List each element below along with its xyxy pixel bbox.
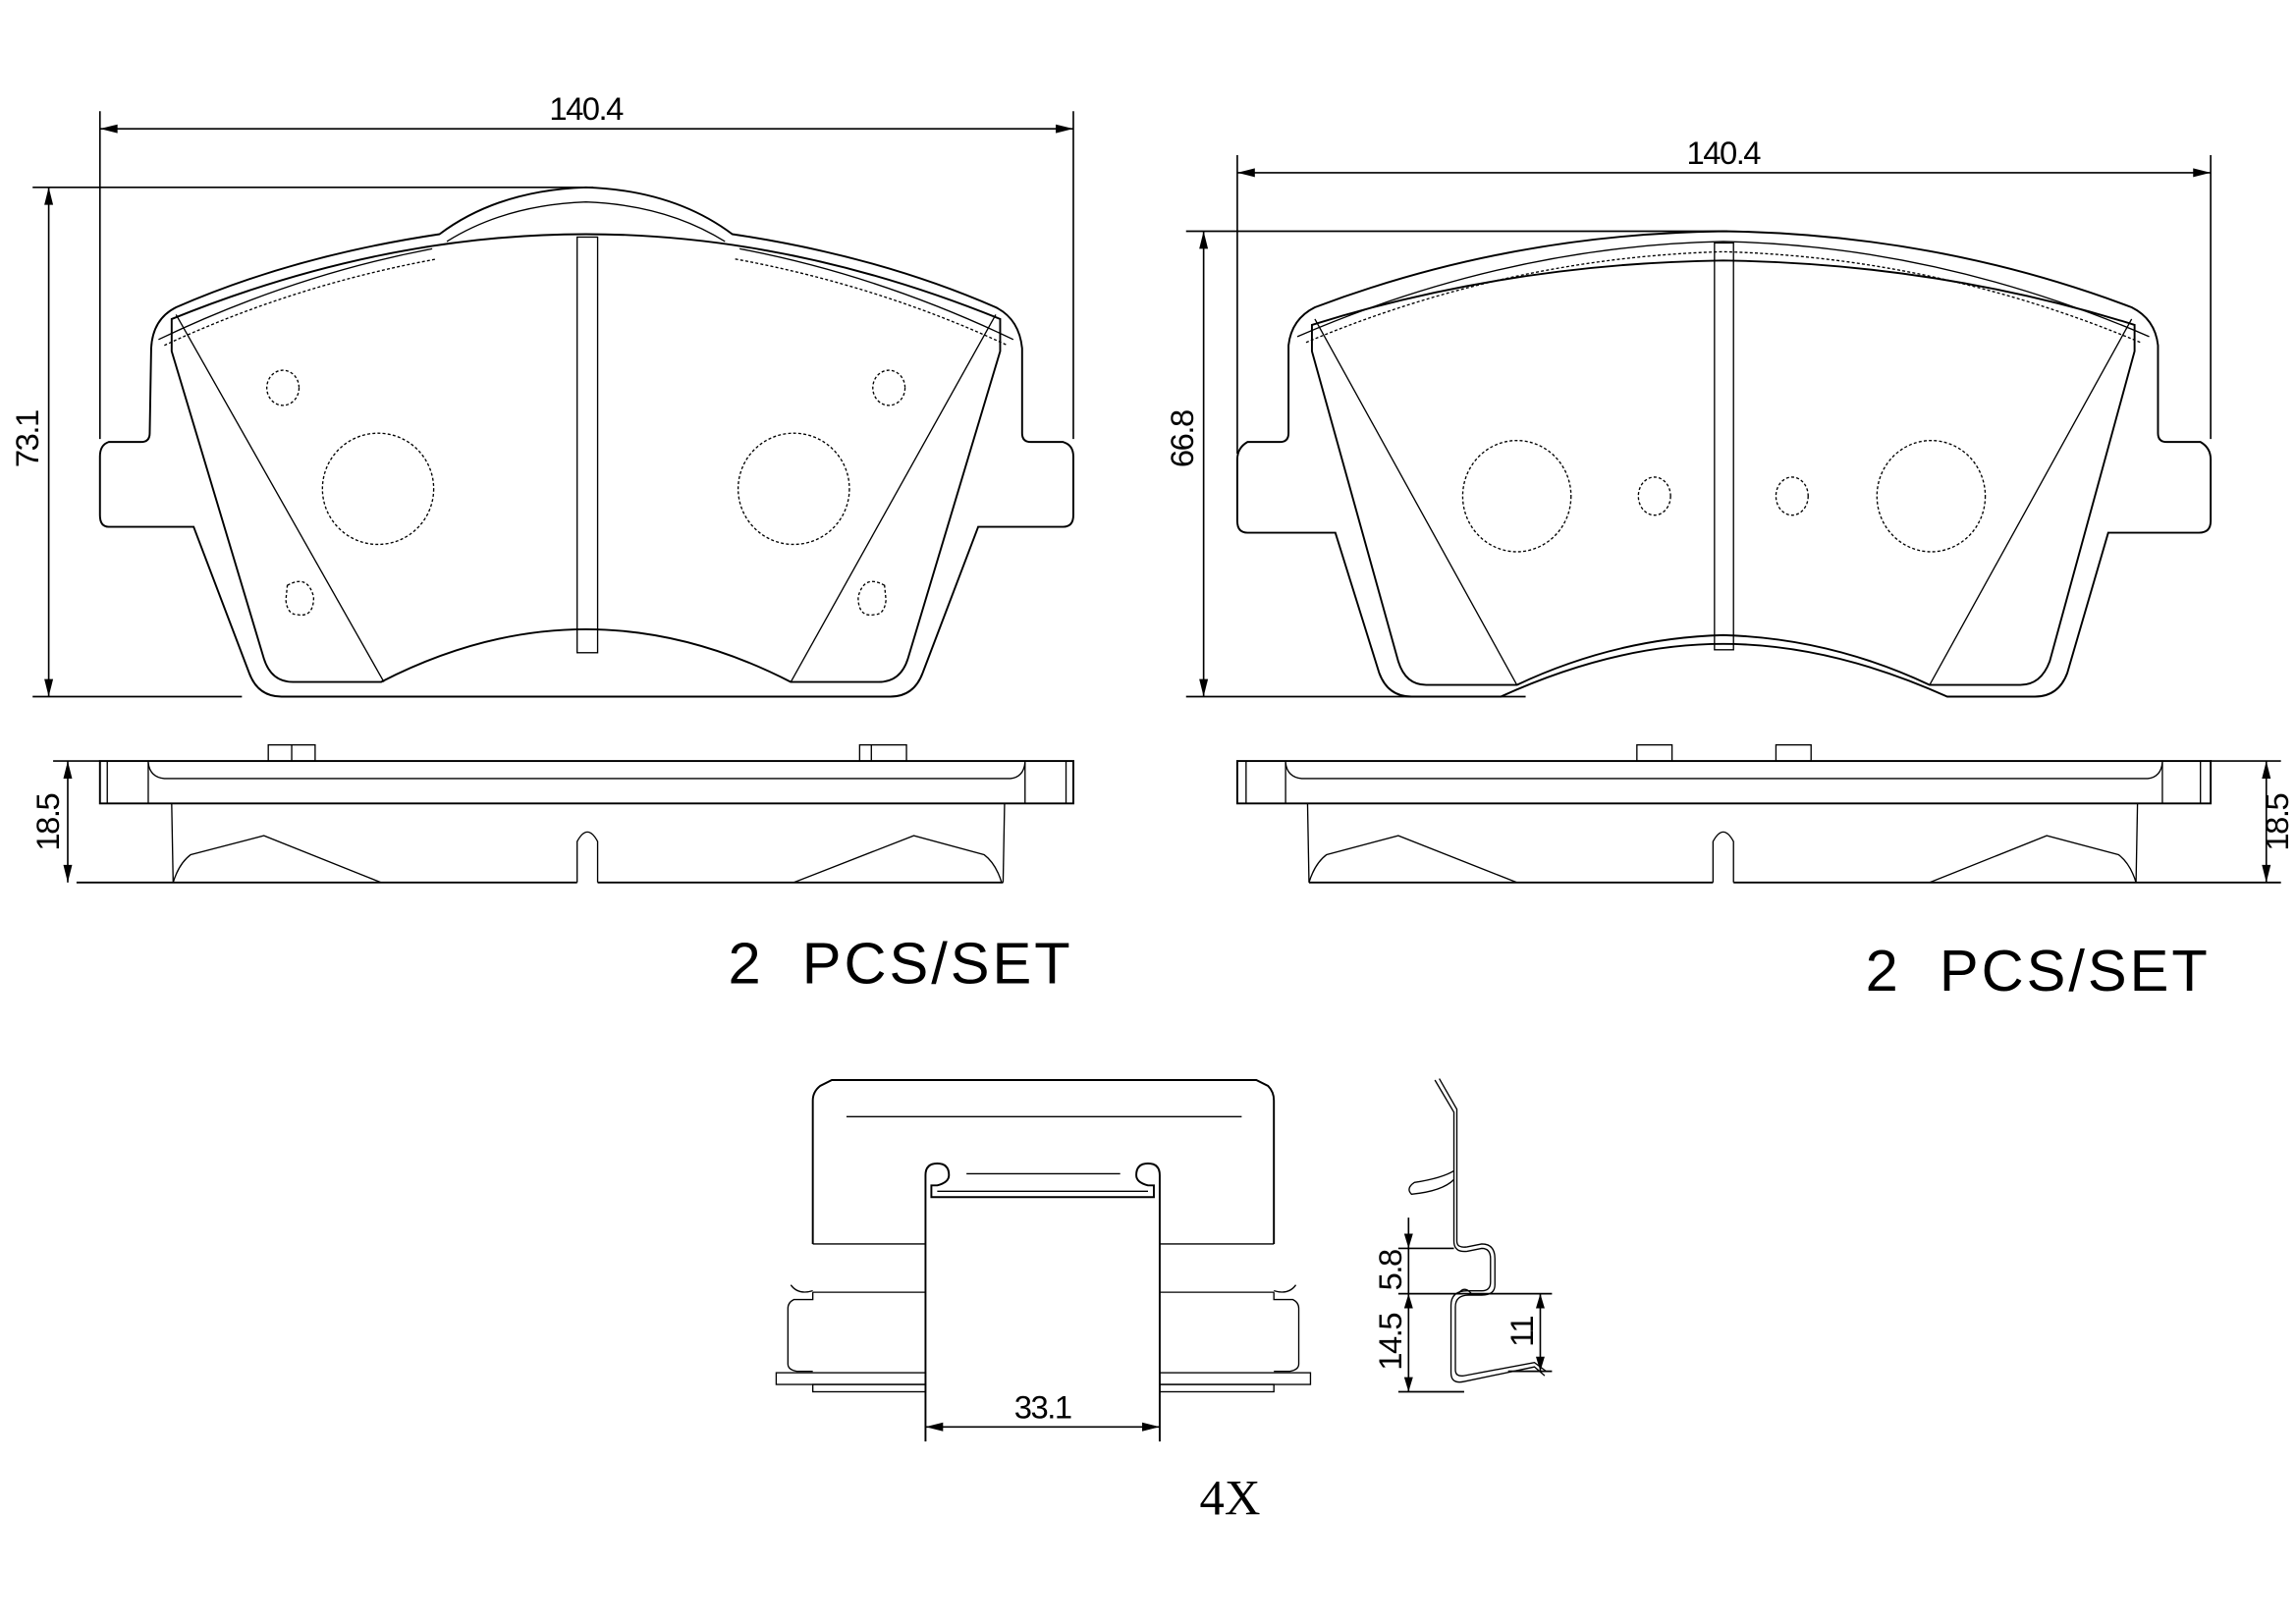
left-hole-small-2 [872, 369, 906, 406]
clip-quantity-label: 4X [1200, 1471, 1261, 1526]
right-center-slot [1714, 242, 1734, 651]
clip-side-view: 5.8 14.5 11 [1372, 1078, 1553, 1393]
right-quantity-label: 2 PCS/SET [1866, 938, 2211, 1003]
right-hole-large-1 [1461, 439, 1572, 553]
clip-dim-inner-label: 11 [1503, 1317, 1540, 1347]
right-hole-large-2 [1876, 439, 1987, 553]
clip-width-dimension: 33.1 [925, 1388, 1160, 1432]
left-height-label: 73.1 [9, 410, 45, 467]
left-friction-material [170, 233, 1002, 683]
right-backing-plate [1235, 230, 2213, 698]
right-pad-side-view: 18.5 [1235, 744, 2295, 884]
clip-dim-upper-label: 5.8 [1372, 1250, 1408, 1290]
left-pad-front-view: 140.4 73.1 [9, 90, 1074, 698]
left-center-slot [576, 236, 599, 654]
right-hole-small-2 [1775, 476, 1809, 516]
left-width-dimension: 140.4 [98, 90, 1074, 440]
right-thickness-label: 18.5 [2259, 794, 2295, 851]
left-hole-small-1 [266, 369, 301, 406]
clip-width-label: 33.1 [1014, 1388, 1071, 1425]
right-height-dimension: 66.8 [1164, 230, 1728, 698]
left-hole-oblong-2 [857, 580, 887, 617]
clip-front-view: 33.1 [775, 1079, 1312, 1442]
left-hole-oblong-1 [285, 580, 315, 617]
clip-side-dimensions: 5.8 14.5 11 [1372, 1217, 1553, 1393]
left-hole-large-1 [321, 432, 435, 546]
right-hole-small-1 [1637, 476, 1671, 516]
left-hole-large-2 [737, 432, 850, 546]
left-width-label: 140.4 [549, 90, 624, 127]
right-friction-material [1310, 259, 2136, 686]
left-thickness-label: 18.5 [29, 794, 66, 851]
left-pad-side-view: 18.5 [29, 744, 1074, 884]
left-backing-plate [98, 186, 1074, 698]
right-width-dimension: 140.4 [1236, 135, 2212, 455]
left-thickness-dimension: 18.5 [29, 760, 100, 883]
right-thickness-dimension: 18.5 [2211, 760, 2295, 883]
right-pad-front-view: 140.4 66.8 [1164, 135, 2213, 698]
right-width-label: 140.4 [1686, 135, 1761, 171]
right-height-label: 66.8 [1164, 410, 1200, 467]
left-height-dimension: 73.1 [9, 186, 594, 698]
clip-dim-lower-label: 14.5 [1372, 1314, 1408, 1371]
left-quantity-label: 2 PCS/SET [729, 931, 1073, 997]
